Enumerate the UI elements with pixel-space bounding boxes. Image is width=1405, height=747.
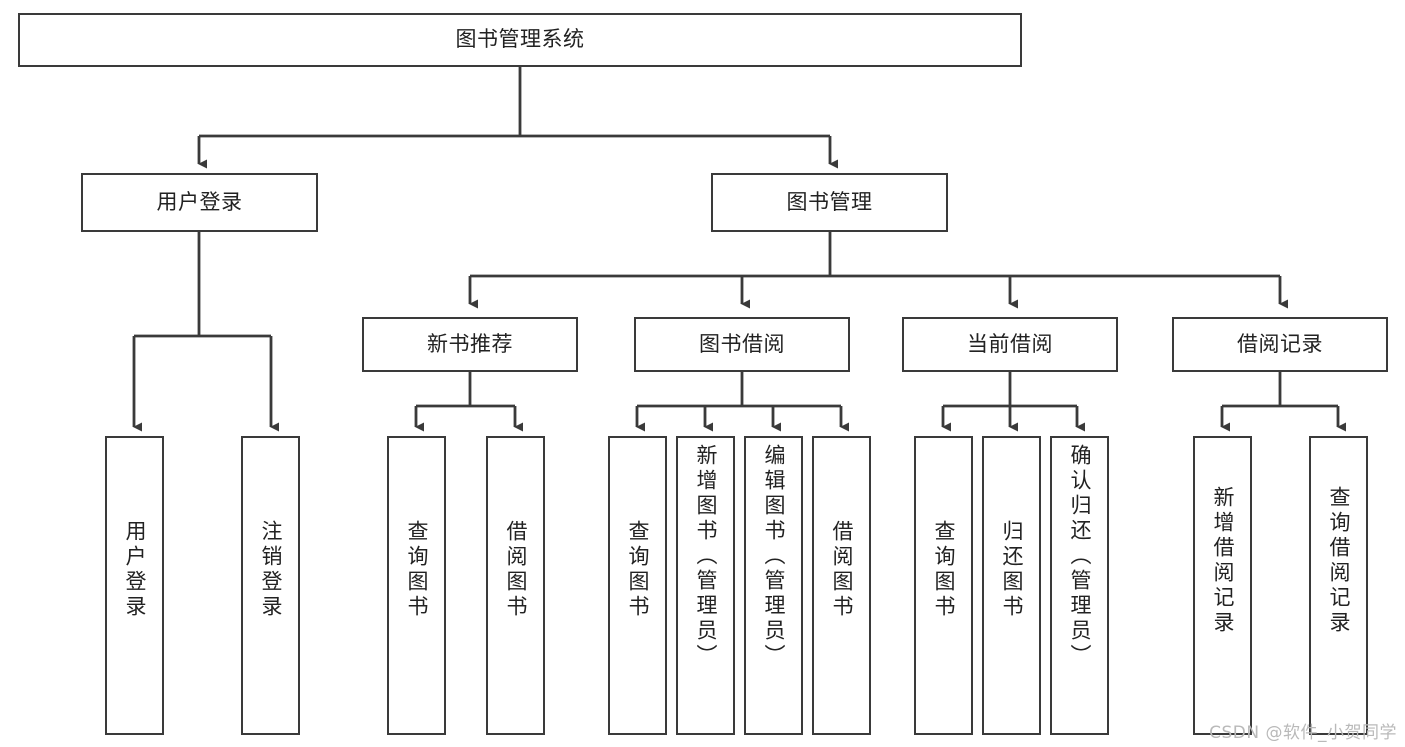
node-label: 编辑图书（管理员） bbox=[762, 444, 786, 669]
node-label: 借阅图书 bbox=[830, 520, 854, 620]
node-borrow-record[interactable]: 借阅记录 bbox=[1172, 317, 1388, 372]
node-book-borrow[interactable]: 图书借阅 bbox=[634, 317, 850, 372]
node-new-book-recommend[interactable]: 新书推荐 bbox=[362, 317, 578, 372]
connector-group-current-borrow bbox=[941, 372, 1085, 432]
connector-group-new-book bbox=[414, 372, 523, 432]
node-label: 新增借阅记录 bbox=[1211, 486, 1235, 636]
node-leaf-return-book[interactable]: 归还图书 bbox=[982, 436, 1041, 735]
node-current-borrow[interactable]: 当前借阅 bbox=[902, 317, 1118, 372]
node-leaf-query-book-recommend[interactable]: 查询图书 bbox=[387, 436, 446, 735]
node-label: 新增图书（管理员） bbox=[694, 444, 718, 669]
node-label: 用户登录 bbox=[123, 520, 147, 620]
node-label: 归还图书 bbox=[1000, 520, 1024, 620]
node-label: 借阅图书 bbox=[504, 520, 528, 620]
connector-group-root bbox=[197, 67, 838, 169]
node-leaf-query-borrow-record[interactable]: 查询借阅记录 bbox=[1309, 436, 1368, 735]
node-label: 用户登录 bbox=[156, 189, 243, 214]
connector-group-user-login bbox=[132, 232, 279, 432]
node-leaf-query-book-current[interactable]: 查询图书 bbox=[914, 436, 973, 735]
node-root-system[interactable]: 图书管理系统 bbox=[18, 13, 1022, 67]
node-label: 新书推荐 bbox=[427, 331, 513, 356]
node-label: 图书管理系统 bbox=[455, 27, 585, 52]
node-leaf-query-book-borrow[interactable]: 查询图书 bbox=[608, 436, 667, 735]
node-book-management[interactable]: 图书管理 bbox=[711, 173, 948, 232]
node-leaf-borrow-book[interactable]: 借阅图书 bbox=[812, 436, 871, 735]
node-label: 查询图书 bbox=[626, 520, 650, 620]
node-leaf-add-book-admin[interactable]: 新增图书（管理员） bbox=[676, 436, 735, 735]
node-label: 图书管理 bbox=[786, 189, 873, 214]
node-user-login[interactable]: 用户登录 bbox=[81, 173, 318, 232]
node-label: 图书借阅 bbox=[699, 331, 785, 356]
connector-group-borrow bbox=[635, 372, 849, 432]
node-leaf-borrow-book-recommend[interactable]: 借阅图书 bbox=[486, 436, 545, 735]
node-label: 查询图书 bbox=[405, 520, 429, 620]
node-label: 当前借阅 bbox=[967, 331, 1053, 356]
connector-group-book-manage bbox=[468, 232, 1288, 309]
node-leaf-add-borrow-record[interactable]: 新增借阅记录 bbox=[1193, 436, 1252, 735]
node-leaf-user-login[interactable]: 用户登录 bbox=[105, 436, 164, 735]
node-leaf-confirm-return-admin[interactable]: 确认归还（管理员） bbox=[1050, 436, 1109, 735]
node-label: 查询借阅记录 bbox=[1327, 486, 1351, 636]
node-leaf-logout[interactable]: 注销登录 bbox=[241, 436, 300, 735]
node-label: 确认归还（管理员） bbox=[1068, 444, 1092, 669]
node-label: 注销登录 bbox=[259, 520, 283, 620]
connector-group-borrow-record bbox=[1220, 372, 1346, 432]
node-label: 借阅记录 bbox=[1237, 331, 1323, 356]
node-leaf-edit-book-admin[interactable]: 编辑图书（管理员） bbox=[744, 436, 803, 735]
node-label: 查询图书 bbox=[932, 520, 956, 620]
